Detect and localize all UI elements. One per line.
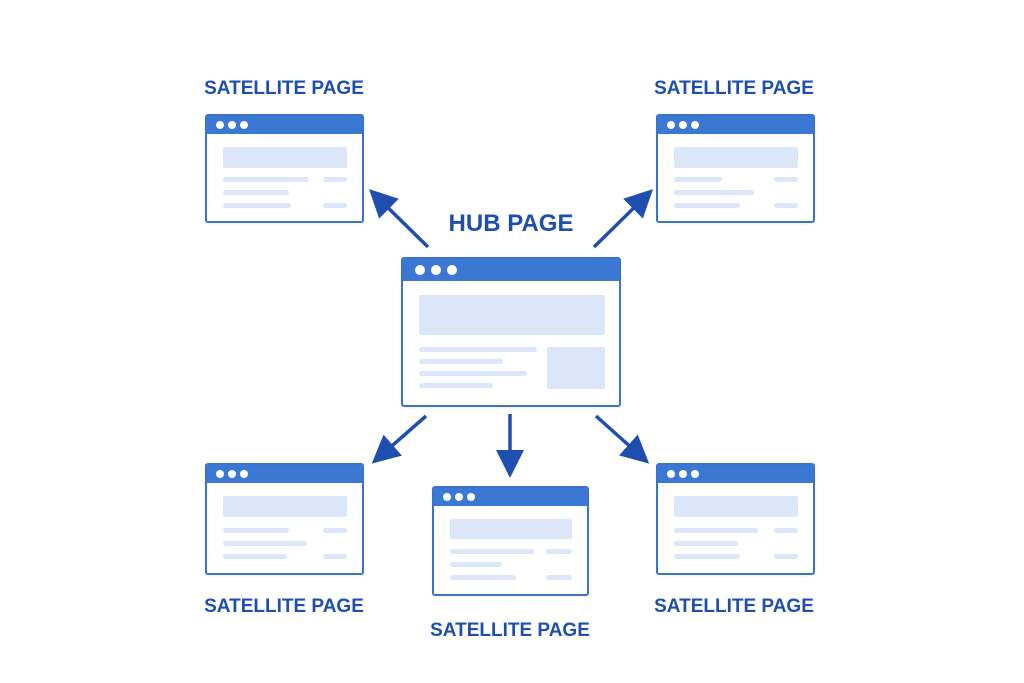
window-title-bar (207, 116, 362, 134)
content-line (323, 203, 347, 208)
window-title-bar (207, 465, 362, 483)
satellite-page-window (656, 463, 815, 575)
window-dot-icon (216, 470, 224, 478)
satellite-page-window (205, 114, 364, 223)
content-image-block (547, 347, 605, 389)
content-banner (674, 496, 798, 517)
hub-page-window (401, 257, 621, 407)
content-line (419, 383, 493, 388)
window-dot-icon (447, 265, 457, 275)
window-dot-icon (240, 470, 248, 478)
content-line (323, 554, 347, 559)
content-line (419, 371, 527, 376)
satellite-page-label: SATELLITE PAGE (654, 596, 814, 617)
content-line (223, 177, 309, 182)
satellite-page-window (205, 463, 364, 575)
content-banner (223, 496, 347, 517)
arrow-to-top-left (369, 189, 430, 249)
content-line (674, 554, 740, 559)
content-line (450, 575, 516, 580)
window-dot-icon (667, 470, 675, 478)
content-line (223, 528, 289, 533)
window-dot-icon (691, 121, 699, 129)
window-dot-icon (679, 121, 687, 129)
content-line (674, 528, 758, 533)
content-line (774, 528, 798, 533)
content-banner (419, 295, 605, 335)
window-title-bar (658, 465, 813, 483)
content-line (419, 359, 503, 364)
content-line (546, 549, 572, 554)
satellite-page-window (656, 114, 815, 223)
window-dot-icon (691, 470, 699, 478)
content-banner (674, 147, 798, 168)
content-line (674, 190, 754, 195)
content-line (223, 203, 291, 208)
window-dot-icon (455, 493, 463, 501)
content-line (774, 203, 798, 208)
window-dot-icon (443, 493, 451, 501)
window-dot-icon (679, 470, 687, 478)
satellite-page-label: SATELLITE PAGE (430, 620, 590, 641)
window-dot-icon (667, 121, 675, 129)
content-line (774, 177, 798, 182)
content-banner (450, 519, 572, 539)
content-line (674, 177, 722, 182)
content-line (223, 554, 287, 559)
window-title-bar (403, 259, 619, 281)
window-title-bar (658, 116, 813, 134)
window-title-bar (434, 488, 587, 506)
content-line (450, 549, 534, 554)
arrow-to-bottom-left (371, 414, 428, 464)
window-dot-icon (228, 470, 236, 478)
satellite-page-label: SATELLITE PAGE (204, 596, 364, 617)
content-line (323, 528, 347, 533)
content-line (450, 562, 502, 567)
content-line (546, 575, 572, 580)
content-line (223, 541, 307, 546)
window-dot-icon (415, 265, 425, 275)
satellite-page-label: SATELLITE PAGE (654, 78, 814, 99)
arrow-to-top-right (592, 189, 653, 249)
content-line (774, 554, 798, 559)
content-line (223, 190, 289, 195)
window-dot-icon (240, 121, 248, 129)
hub-page-label: HUB PAGE (448, 210, 574, 237)
content-line (674, 203, 740, 208)
content-line (674, 541, 738, 546)
window-dot-icon (216, 121, 224, 129)
window-dot-icon (228, 121, 236, 129)
window-dot-icon (467, 493, 475, 501)
content-banner (223, 147, 347, 168)
satellite-page-window (432, 486, 589, 596)
arrow-to-bottom-right (594, 414, 650, 464)
content-line (419, 347, 537, 352)
content-line (323, 177, 347, 182)
window-dot-icon (431, 265, 441, 275)
satellite-page-label: SATELLITE PAGE (204, 78, 364, 99)
